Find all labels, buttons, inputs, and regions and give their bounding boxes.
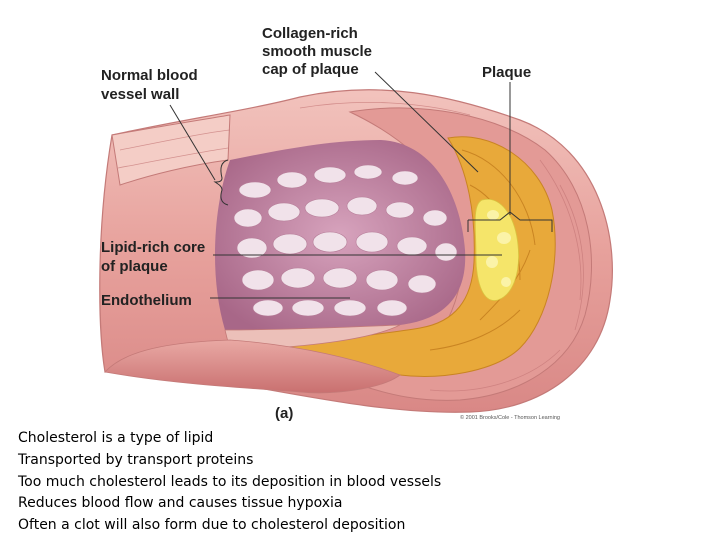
label-collagen-cap: Collagen-rich smooth muscle cap of plaqu… [262, 25, 376, 78]
label-lipid-core-line-2: of plaque [101, 258, 168, 275]
lipid-droplets [486, 210, 511, 287]
label-plaque: Plaque [482, 64, 531, 81]
bullet-item: Too much cholesterol leads to its deposi… [18, 473, 442, 490]
copyright-text: © 2001 Brooks/Cole - Thomson Learning [460, 414, 560, 421]
lipid-core [474, 198, 519, 301]
bullet-list: Cholesterol is a type of lipid Transport… [18, 428, 441, 537]
label-lipid-core: Lipid-rich core of plaque [101, 239, 209, 275]
label-normal-wall: Normal blood vessel wall [101, 67, 202, 103]
bullet-item: Reduces blood flow and causes tissue hyp… [18, 495, 343, 512]
endothelial-cells [233, 164, 458, 317]
bullet-item: Transported by transport proteins [18, 451, 254, 468]
bullet-item: Cholesterol is a type of lipid [18, 430, 214, 446]
vessel-bottom-rim [104, 339, 401, 394]
label-normal-wall-line-1: Normal blood [101, 67, 198, 84]
label-collagen-line-3: cap of plaque [262, 61, 359, 78]
label-endothelium: Endothelium [101, 292, 192, 309]
leader-lines [169, 71, 553, 299]
label-normal-wall-line-2: vessel wall [101, 86, 179, 103]
label-collagen-line-2: smooth muscle [262, 43, 372, 60]
label-collagen-line-1: Collagen-rich [262, 25, 358, 42]
label-lipid-core-line-1: Lipid-rich core [101, 239, 205, 256]
bullet-item: Often a clot will also form due to chole… [18, 517, 406, 534]
panel-label: (a) [275, 405, 293, 422]
wall-texture [117, 102, 584, 392]
